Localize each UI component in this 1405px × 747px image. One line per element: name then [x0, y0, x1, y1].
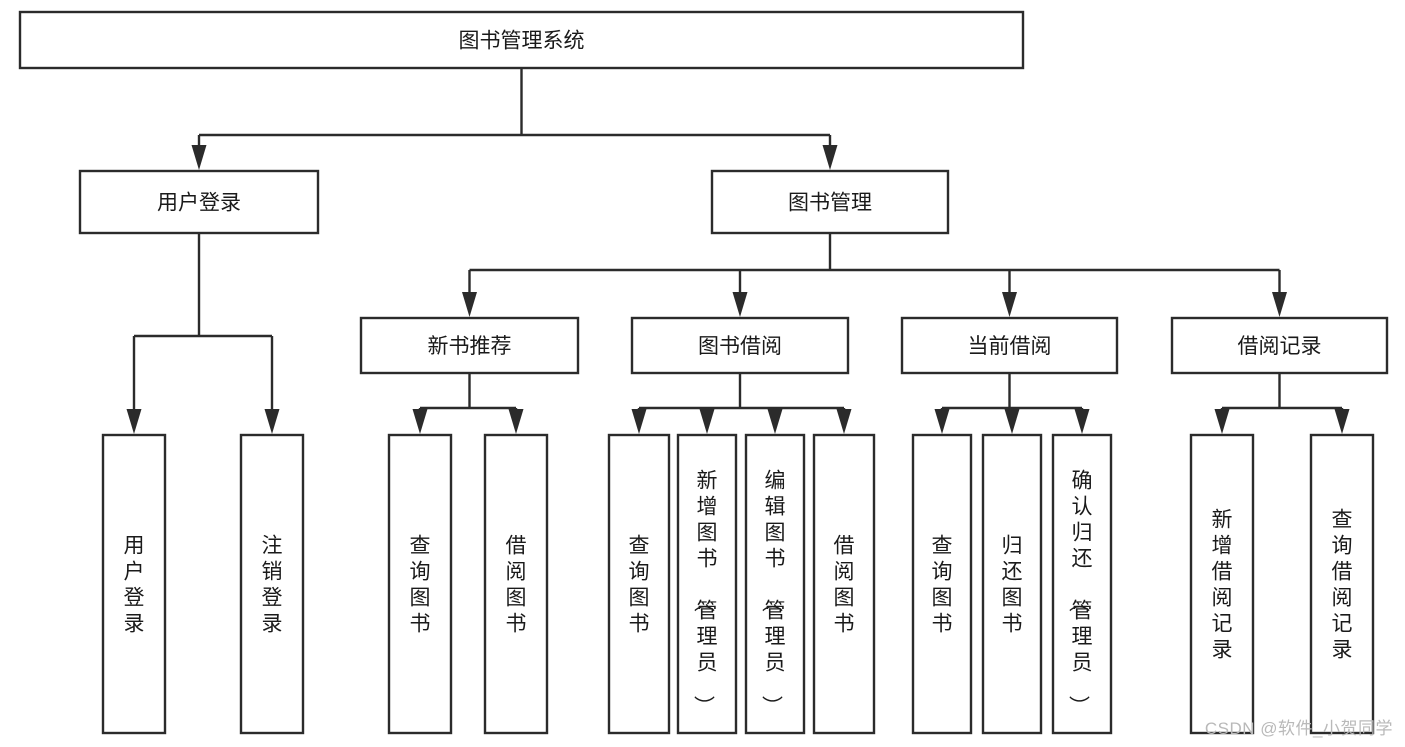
node-leaf_5[interactable]: 新增图书（管理员） [676, 433, 738, 735]
arrow-head-icon [412, 409, 428, 434]
node-l2_3[interactable]: 借阅记录 [1170, 316, 1389, 375]
arrow-head-icon [767, 409, 783, 434]
node-box[interactable] [18, 10, 1025, 70]
node-leaf_1[interactable]: 注销登录 [239, 433, 305, 735]
node-l2_0[interactable]: 新书推荐 [359, 316, 580, 375]
node-label: 用户登录 [124, 534, 145, 635]
node-box[interactable] [911, 433, 973, 735]
node-leaf_6[interactable]: 编辑图书（管理员） [744, 433, 806, 735]
arrow-head-icon [508, 409, 524, 434]
node-leaf_7[interactable]: 借阅图书 [812, 433, 876, 735]
arrow-head-icon [631, 409, 647, 434]
node-box[interactable] [630, 316, 850, 375]
node-box[interactable] [1051, 433, 1113, 735]
arrow-head-icon [1272, 292, 1287, 317]
node-layer: 图书管理系统用户登录图书管理新书推荐图书借阅当前借阅借阅记录用户登录注销登录查询… [18, 10, 1389, 735]
node-box[interactable] [78, 169, 320, 235]
node-label: 用户登录 [157, 192, 241, 215]
arrow-head-icon [462, 292, 477, 317]
node-label: 编辑图书（管理员） [760, 469, 786, 716]
arrow-head-icon [732, 292, 748, 317]
node-box[interactable] [900, 316, 1119, 375]
node-leaf_0[interactable]: 用户登录 [101, 433, 167, 735]
arrow-head-icon [699, 409, 715, 434]
connector-group-l1_1 [462, 233, 1287, 317]
arrow-head-icon [836, 409, 852, 434]
connector-group-l2_3 [1214, 373, 1350, 434]
arrow-head-icon [1004, 409, 1020, 434]
node-box[interactable] [744, 433, 806, 735]
node-box[interactable] [981, 433, 1043, 735]
node-leaf_4[interactable]: 查询图书 [607, 433, 671, 735]
node-label: 借阅记录 [1238, 335, 1322, 358]
node-box[interactable] [710, 169, 950, 235]
node-leaf_10[interactable]: 确认归还（管理员） [1051, 433, 1113, 735]
node-label: 新增借阅记录 [1212, 508, 1233, 661]
node-leaf_12[interactable]: 查询借阅记录 [1309, 433, 1375, 735]
node-box[interactable] [1189, 433, 1255, 735]
node-label: 归还图书 [1002, 534, 1023, 635]
node-label: 图书借阅 [698, 335, 782, 358]
node-box[interactable] [676, 433, 738, 735]
arrow-head-icon [1334, 409, 1350, 434]
node-label: 当前借阅 [968, 335, 1052, 358]
node-label: 新增图书（管理员） [692, 469, 718, 716]
node-box[interactable] [239, 433, 305, 735]
node-label: 注销登录 [262, 534, 283, 635]
node-label: 查询图书 [410, 534, 431, 635]
connector-group-l1_0 [126, 233, 280, 434]
node-box[interactable] [607, 433, 671, 735]
arrow-head-icon [1214, 409, 1230, 434]
node-label: 查询图书 [629, 534, 650, 635]
node-leaf_8[interactable]: 查询图书 [911, 433, 973, 735]
csdn-watermark: CSDN @软件_小贺同学 [1204, 719, 1393, 738]
connector-group-l2_0 [412, 373, 524, 434]
node-label: 查询图书 [932, 534, 953, 635]
node-box[interactable] [387, 433, 453, 735]
node-box[interactable] [1170, 316, 1389, 375]
node-box[interactable] [101, 433, 167, 735]
arrow-head-icon [191, 145, 207, 170]
arrow-head-icon [1002, 292, 1017, 317]
node-label: 图书管理系统 [459, 30, 585, 53]
arrow-head-icon [822, 145, 838, 170]
node-box[interactable] [359, 316, 580, 375]
node-label: 确认归还（管理员） [1067, 469, 1093, 716]
node-label: 查询借阅记录 [1332, 508, 1353, 661]
node-l2_1[interactable]: 图书借阅 [630, 316, 850, 375]
node-label: 新书推荐 [428, 335, 512, 358]
arrow-head-icon [1074, 409, 1090, 434]
node-label: 借阅图书 [506, 534, 527, 635]
node-label: 图书管理 [788, 192, 872, 215]
node-l2_2[interactable]: 当前借阅 [900, 316, 1119, 375]
node-leaf_9[interactable]: 归还图书 [981, 433, 1043, 735]
node-box[interactable] [1309, 433, 1375, 735]
connector-layer [126, 68, 1350, 434]
node-l1_0[interactable]: 用户登录 [78, 169, 320, 235]
connector-group-root [191, 68, 838, 170]
node-l1_1[interactable]: 图书管理 [710, 169, 950, 235]
node-leaf_2[interactable]: 查询图书 [387, 433, 453, 735]
arrow-head-icon [264, 409, 280, 434]
connector-group-l2_2 [934, 373, 1090, 434]
node-root[interactable]: 图书管理系统 [18, 10, 1025, 70]
node-leaf_3[interactable]: 借阅图书 [483, 433, 549, 735]
node-box[interactable] [812, 433, 876, 735]
connector-group-l2_1 [631, 373, 852, 434]
node-box[interactable] [483, 433, 549, 735]
node-leaf_11[interactable]: 新增借阅记录 [1189, 433, 1255, 735]
arrow-head-icon [126, 409, 142, 434]
arrow-head-icon [934, 409, 950, 434]
node-label: 借阅图书 [834, 534, 855, 635]
